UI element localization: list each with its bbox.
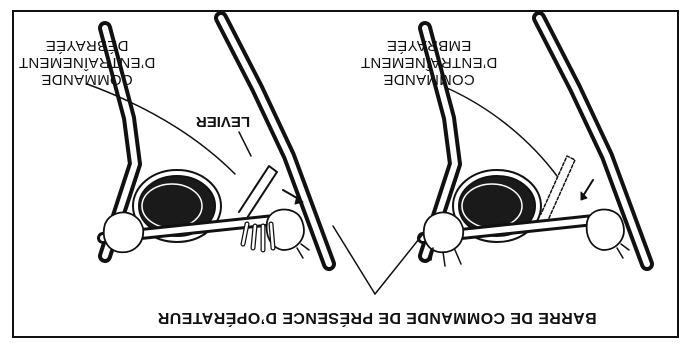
engaged-arrow [583, 180, 593, 196]
disengaged-label-line2: D’ENTRAÎNEMENT [7, 54, 167, 71]
engaged-lever [541, 156, 575, 218]
presence-bar-label: BARRE DE COMMANDE DE PRÉSENCE D’OPÉRATEU… [97, 308, 657, 326]
lever-label: LEVIER [173, 113, 273, 130]
engaged-label: COMMANDE D’ENTRAÎNEMENT EMBRAYÉE [349, 37, 509, 88]
lever-leader [239, 132, 251, 156]
disengaged-label-line3: DÉBRAYÉE [7, 37, 167, 54]
disengaged-lever [239, 166, 277, 218]
bar-leader-right [333, 226, 375, 294]
disengaged-hand-right [104, 212, 143, 252]
disengaged-label-line1: COMMANDE [7, 71, 167, 88]
engaged-label-line3: EMBRAYÉE [349, 37, 509, 54]
engaged-hand-left [587, 210, 624, 251]
engaged-hand-right [424, 212, 463, 252]
engaged-label-line1: COMMANDE [349, 71, 509, 88]
engaged-leader [447, 88, 557, 176]
engaged-label-line2: D’ENTRAÎNEMENT [349, 54, 509, 71]
disengaged-label: COMMANDE D’ENTRAÎNEMENT DÉBRAYÉE [7, 37, 167, 88]
bar-leader-left [375, 234, 423, 294]
